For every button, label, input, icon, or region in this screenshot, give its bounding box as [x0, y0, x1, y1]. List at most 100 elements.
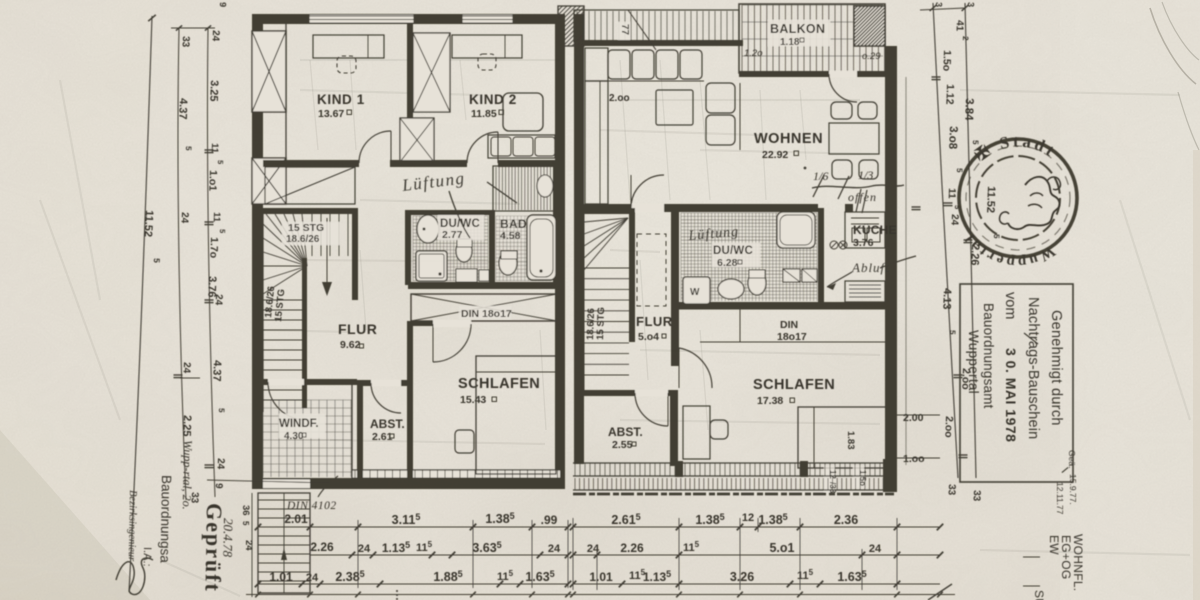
svg-text:12: 12: [828, 470, 837, 479]
svg-text:5: 5: [218, 229, 227, 233]
svg-text:WOHNEN: WOHNEN: [754, 131, 823, 147]
svg-text:FLUR: FLUR: [338, 321, 377, 337]
svg-text:18o17: 18o17: [777, 331, 807, 343]
svg-text:Wupp-rtal, 2o.: Wupp-rtal, 2o.: [180, 440, 195, 510]
svg-text:1.01: 1.01: [589, 570, 613, 584]
svg-text:5: 5: [992, 234, 1001, 239]
svg-text:24: 24: [587, 543, 600, 555]
svg-text:DIN 18o17: DIN 18o17: [461, 308, 512, 320]
svg-text:22.92: 22.92: [762, 149, 788, 161]
svg-text:Geä.: Geä.: [1067, 450, 1077, 468]
svg-text:24: 24: [869, 543, 882, 555]
svg-text:24: 24: [210, 30, 221, 42]
svg-text:11: 11: [211, 212, 222, 223]
svg-text:1.12: 1.12: [943, 84, 956, 105]
svg-text:SCHLAFEN: SCHLAFEN: [458, 376, 540, 392]
svg-text:9.62: 9.62: [340, 339, 361, 351]
svg-text:12.11.77: 12.11.77: [1055, 482, 1065, 515]
svg-text:13.67: 13.67: [318, 108, 344, 120]
svg-text:1.5o: 1.5o: [940, 50, 953, 71]
svg-text:1.385: 1.385: [485, 511, 514, 526]
svg-text:1/3: 1/3: [858, 168, 873, 182]
svg-text:3: 3: [966, 2, 976, 7]
svg-text:4.37: 4.37: [176, 98, 189, 120]
svg-text:3.115: 3.115: [392, 512, 421, 527]
svg-text:3.76: 3.76: [205, 276, 218, 298]
svg-text:4.37: 4.37: [210, 360, 223, 382]
svg-text:2.oo: 2.oo: [942, 416, 955, 438]
svg-text:WOHNFL.: WOHNFL.: [1071, 534, 1085, 591]
svg-text:5: 5: [955, 168, 964, 173]
svg-text:o.29: o.29: [862, 51, 881, 62]
svg-text:W: W: [690, 287, 700, 298]
svg-text:Geprüft: Geprüft: [200, 503, 227, 593]
svg-text:2.615: 2.615: [611, 512, 640, 527]
svg-text:15 STG: 15 STG: [595, 307, 607, 340]
svg-text:17.38: 17.38: [757, 395, 783, 407]
svg-text:vom: vom: [1002, 292, 1018, 319]
svg-text:KIND 1: KIND 1: [317, 92, 365, 107]
svg-text:3.635: 3.635: [472, 540, 501, 555]
svg-text:SU.: SU.: [1032, 590, 1046, 600]
svg-text:41: 41: [954, 20, 965, 32]
svg-text:5: 5: [184, 146, 193, 151]
svg-text:24: 24: [179, 212, 190, 224]
svg-text:15 STG: 15 STG: [288, 222, 324, 234]
svg-text:2.00: 2.00: [903, 412, 924, 424]
svg-text:Nachtrags-Bauschein: Nachtrags-Bauschein: [1025, 297, 1041, 439]
svg-text:11: 11: [946, 188, 957, 199]
svg-text:1.оо: 1.оо: [903, 453, 925, 465]
svg-text:5: 5: [971, 140, 980, 145]
svg-text:1.885: 1.885: [433, 569, 462, 584]
svg-text:DIN: DIN: [780, 319, 798, 331]
svg-text:2: 2: [961, 36, 970, 41]
svg-text:12: 12: [742, 512, 754, 524]
svg-text:1.01: 1.01: [269, 570, 293, 584]
svg-text:2.oo: 2.oo: [959, 368, 972, 390]
svg-text:Lüftung: Lüftung: [687, 225, 740, 244]
svg-text:4.13: 4.13: [940, 288, 953, 310]
svg-text:3.76: 3.76: [853, 237, 874, 249]
svg-text:24: 24: [243, 540, 254, 551]
svg-text:1.7o: 1.7o: [207, 237, 220, 258]
svg-text:33: 33: [971, 490, 982, 502]
svg-text:2.77: 2.77: [442, 229, 463, 241]
svg-text:.99: .99: [541, 513, 558, 527]
svg-text:Genehmigt durch: Genehmigt durch: [1048, 310, 1064, 426]
svg-text:2.oo: 2.oo: [609, 93, 630, 104]
svg-text:9: 9: [218, 2, 228, 7]
svg-text:24: 24: [181, 362, 192, 374]
svg-text:5.o4: 5.o4: [638, 331, 659, 343]
svg-text:5.o1: 5.o1: [769, 541, 794, 555]
svg-text:18.6/26: 18.6/26: [286, 234, 320, 245]
svg-text:9: 9: [213, 483, 224, 489]
svg-text:3: 3: [934, 2, 944, 7]
svg-text:11: 11: [209, 143, 220, 154]
svg-text:24: 24: [548, 543, 561, 555]
svg-text:DIN 4102: DIN 4102: [286, 500, 337, 512]
svg-text:2.25: 2.25: [180, 415, 193, 437]
svg-text:DU/WC: DU/WC: [713, 245, 753, 257]
svg-text:KIND 2: KIND 2: [469, 92, 517, 107]
svg-text:24: 24: [213, 294, 224, 306]
svg-text:1.385: 1.385: [758, 512, 787, 527]
svg-text:1/6: 1/6: [813, 169, 828, 183]
svg-text:Abluft: Abluft: [851, 260, 890, 275]
svg-text:24: 24: [358, 543, 371, 555]
svg-text:1.135: 1.135: [643, 569, 671, 584]
svg-text:24: 24: [215, 458, 226, 470]
svg-text:DU/WC: DU/WC: [440, 218, 480, 230]
svg-text:33: 33: [946, 484, 957, 496]
svg-text:Bezirksingenieur: Bezirksingenieur: [126, 490, 138, 562]
svg-text:ABST.: ABST.: [370, 417, 405, 431]
svg-text:33: 33: [180, 36, 191, 48]
svg-text:1.18: 1.18: [780, 37, 800, 48]
svg-text:BAD: BAD: [500, 217, 527, 231]
svg-text:5: 5: [948, 330, 957, 335]
svg-text:3.o8: 3.o8: [946, 126, 959, 150]
svg-text:KÜCHE: KÜCHE: [853, 222, 897, 237]
svg-text:24: 24: [306, 572, 319, 584]
svg-text:2.26: 2.26: [310, 540, 334, 554]
svg-text:1.5o: 1.5o: [858, 470, 867, 486]
svg-text:15.43: 15.43: [460, 394, 486, 406]
